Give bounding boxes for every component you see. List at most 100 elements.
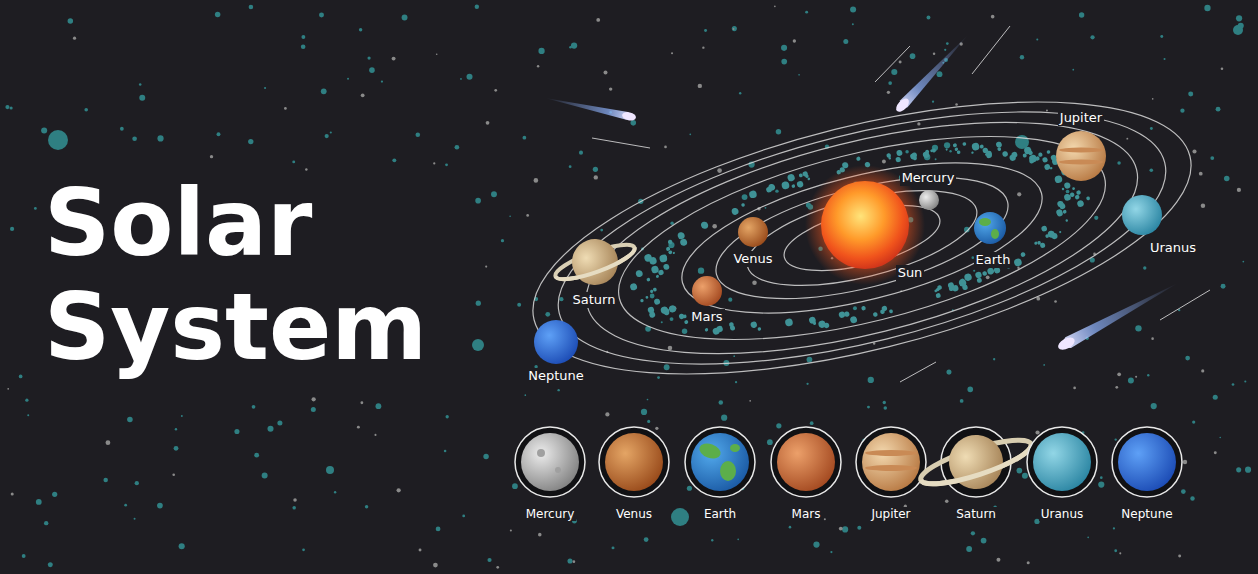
planet-label: Saturn <box>571 292 618 308</box>
asteroid <box>629 283 637 291</box>
star <box>445 163 448 166</box>
streak <box>900 362 936 382</box>
earth-land <box>979 218 991 226</box>
orbit <box>667 133 1056 343</box>
asteroid <box>668 305 677 314</box>
star <box>891 69 897 75</box>
star <box>935 158 937 160</box>
star <box>359 28 362 31</box>
star <box>10 106 13 109</box>
star <box>397 488 401 492</box>
star <box>19 375 23 379</box>
asteroid <box>922 151 930 159</box>
asteroid <box>813 321 817 325</box>
star <box>605 412 609 416</box>
asteroid <box>948 286 954 292</box>
asteroid <box>673 252 676 255</box>
star <box>749 400 751 402</box>
star <box>1236 15 1242 21</box>
asteroid <box>748 190 757 199</box>
asteroid <box>649 311 656 318</box>
star <box>248 139 253 144</box>
star <box>946 370 951 375</box>
star <box>1151 403 1157 409</box>
asteroid <box>1035 156 1040 161</box>
saturn-planet <box>912 418 1039 505</box>
planet-name: Venus <box>614 507 654 521</box>
planet-name: Neptune <box>1119 507 1174 521</box>
star-field <box>5 4 1251 568</box>
star <box>124 504 127 507</box>
star <box>774 6 776 8</box>
star <box>175 428 177 430</box>
star <box>416 132 421 137</box>
asteroid <box>913 156 918 161</box>
star <box>594 175 598 179</box>
asteroid <box>1064 182 1071 189</box>
asteroid <box>796 180 804 188</box>
star <box>933 53 935 55</box>
star <box>139 83 142 86</box>
asteroid <box>889 309 894 314</box>
star <box>321 88 327 94</box>
star <box>1219 437 1221 439</box>
star <box>254 453 259 458</box>
planet-label: Venus <box>731 251 774 267</box>
star <box>1185 356 1190 361</box>
star <box>868 377 874 383</box>
star <box>11 492 14 495</box>
star <box>600 229 603 232</box>
star <box>775 189 778 192</box>
asteroid <box>640 299 644 303</box>
star <box>927 16 931 20</box>
planet-frame <box>515 427 585 497</box>
asteroid <box>888 157 891 160</box>
star <box>884 406 888 410</box>
planet-frame <box>685 427 755 497</box>
star <box>509 215 511 217</box>
star <box>36 499 42 505</box>
asteroid <box>1072 187 1075 190</box>
asteroid <box>971 151 974 154</box>
asteroid <box>873 312 879 318</box>
star <box>781 45 787 51</box>
sun-label: Sun <box>896 265 925 281</box>
star <box>1244 380 1246 382</box>
star <box>742 194 748 200</box>
planet-label: Mercury <box>900 170 957 186</box>
star <box>374 434 376 436</box>
asteroid <box>935 293 941 299</box>
asteroid <box>934 289 937 292</box>
star <box>538 533 542 537</box>
asteroid <box>1059 231 1062 234</box>
star <box>381 80 383 82</box>
star <box>34 207 37 210</box>
asteroid <box>805 174 809 178</box>
asteroid <box>1040 242 1046 248</box>
star <box>1150 127 1153 130</box>
star <box>805 11 808 14</box>
asteroid <box>962 284 969 291</box>
star <box>1221 284 1226 289</box>
asteroid <box>654 298 661 305</box>
star <box>1128 378 1134 384</box>
asteroid <box>661 254 668 261</box>
star <box>596 18 600 22</box>
star <box>302 548 305 551</box>
earth-land <box>991 229 999 239</box>
asteroid <box>985 150 992 157</box>
star <box>510 530 512 532</box>
asteroid <box>678 313 684 319</box>
star <box>41 127 47 133</box>
star <box>1135 325 1141 331</box>
asteroid <box>646 257 650 261</box>
asteroid <box>1042 157 1048 163</box>
star <box>1135 376 1137 378</box>
star <box>347 78 349 80</box>
star <box>284 107 287 110</box>
jupiter-band <box>865 450 917 456</box>
star <box>1017 192 1021 196</box>
star <box>446 415 449 418</box>
star <box>1180 109 1184 113</box>
comet <box>893 32 971 115</box>
